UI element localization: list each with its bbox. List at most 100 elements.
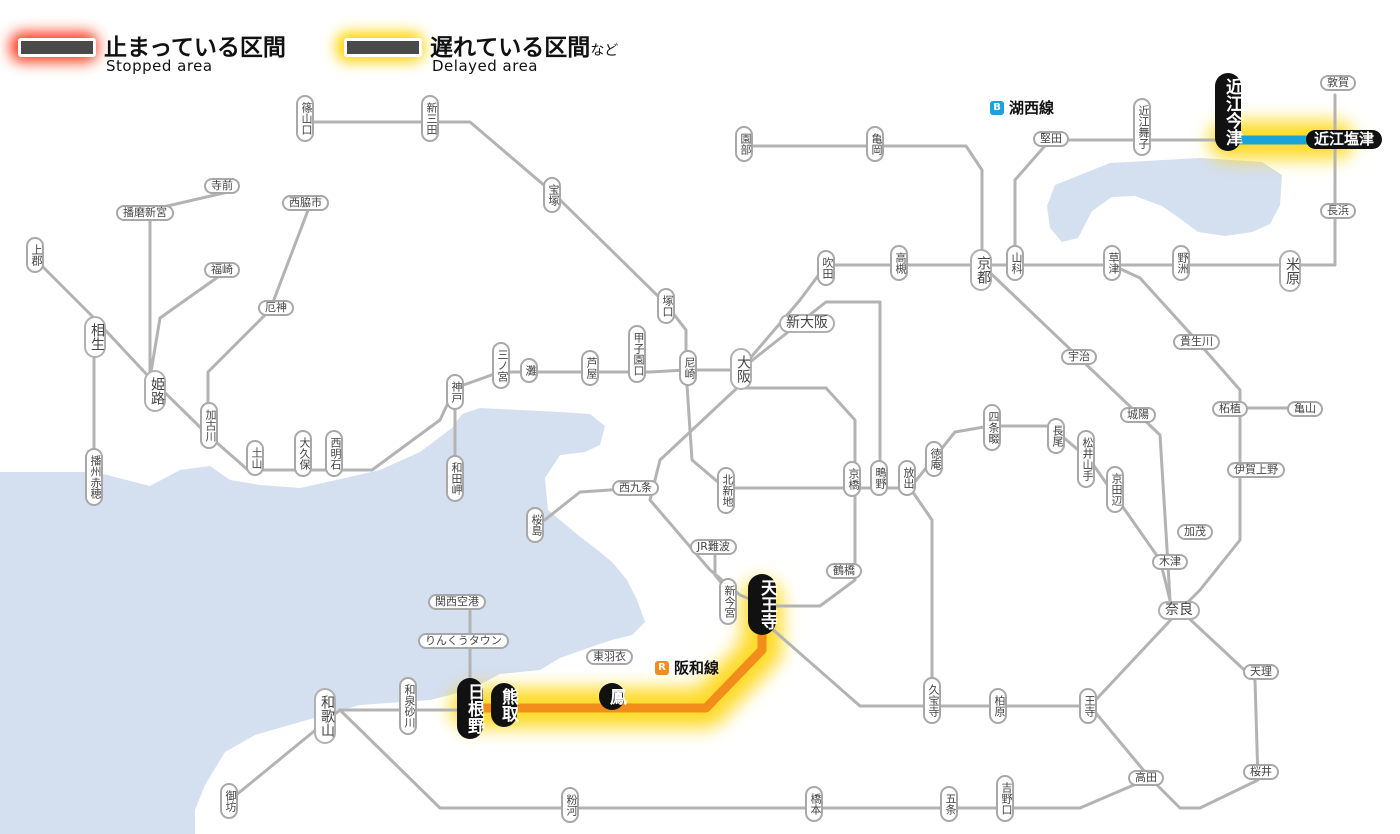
kosei-label-text: 湖西線 (1009, 99, 1055, 117)
station-omishiotsu[interactable]: 近江塩津 (1306, 130, 1383, 149)
station-nishikujo[interactable]: 西九条 (612, 480, 659, 496)
station-shinsanda[interactable]: 新三田 (421, 95, 439, 142)
station-harimashingu[interactable]: 播磨新宮 (116, 205, 174, 221)
station-nishiakashi[interactable]: 西明石 (325, 430, 343, 477)
station-kyotanabe[interactable]: 京田辺 (1106, 466, 1124, 513)
station-omiimazu[interactable]: 近江今津 (1215, 73, 1242, 151)
kosei-badge: B (990, 100, 1004, 115)
station-himeji[interactable]: 姫路 (144, 370, 166, 412)
delayed-label-text: 遅れている区間 (430, 35, 591, 61)
station-takatsuki[interactable]: 高槻 (890, 245, 908, 281)
water-areas (0, 158, 1282, 834)
station-sakurai[interactable]: 桜井 (1243, 764, 1279, 780)
station-kameyama[interactable]: 亀山 (1287, 401, 1323, 417)
station-hineno[interactable]: 日根野 (457, 678, 484, 739)
station-shinimamiya[interactable]: 新今宮 (719, 578, 737, 625)
station-aioi[interactable]: 相生 (84, 316, 106, 358)
station-teramae[interactable]: 寺前 (204, 178, 240, 194)
station-gobo[interactable]: 御坊 (220, 783, 238, 819)
station-tennoji[interactable]: 天王寺 (748, 574, 777, 635)
station-kitashinchi[interactable]: 北新地 (717, 467, 735, 514)
station-kameoka[interactable]: 亀岡 (866, 126, 884, 162)
station-sasayamaguchi[interactable]: 篠山口 (296, 95, 314, 142)
station-nara[interactable]: 奈良 (1158, 601, 1200, 620)
lake-biwa (1047, 158, 1282, 242)
stopped-label: 止まっている区間 (104, 35, 286, 61)
delayed-sublabel: Delayed area (432, 57, 538, 75)
hanwa-label-text: 阪和線 (674, 659, 720, 677)
station-kyuhoji[interactable]: 久宝寺 (923, 677, 941, 724)
station-nishiwakishi[interactable]: 西脇市 (282, 195, 329, 211)
delayed-label: 遅れている区間など (430, 28, 618, 62)
station-yasu[interactable]: 野洲 (1172, 245, 1190, 281)
station-kizu[interactable]: 木津 (1152, 554, 1188, 570)
station-takarazuka[interactable]: 宝塚 (543, 177, 561, 213)
station-kokawa[interactable]: 粉河 (561, 787, 579, 823)
station-joyo[interactable]: 城陽 (1120, 407, 1156, 423)
station-fukusaki[interactable]: 福崎 (204, 262, 240, 278)
station-shinosaka[interactable]: 新大阪 (779, 314, 835, 333)
station-yoshinoguchi[interactable]: 吉野口 (996, 775, 1014, 822)
station-jrnamba[interactable]: JR難波 (690, 539, 737, 555)
station-kusatsu[interactable]: 草津 (1103, 245, 1121, 281)
station-nada[interactable]: 灘 (520, 358, 538, 383)
station-sakurajima[interactable]: 桜島 (526, 507, 544, 543)
station-uji[interactable]: 宇治 (1061, 349, 1097, 365)
delayed-label-suffix: など (590, 43, 619, 59)
station-banshuako[interactable]: 播州赤穂 (85, 448, 103, 506)
station-tsuruga[interactable]: 敦賀 (1320, 75, 1356, 91)
station-tsuchiyama[interactable]: 土山 (246, 440, 264, 476)
station-kyoto[interactable]: 京都 (970, 249, 992, 291)
station-otori[interactable]: 鳳 (599, 683, 626, 710)
station-nagao[interactable]: 長尾 (1047, 418, 1065, 454)
station-rinkutown[interactable]: りんくうタウン (418, 633, 509, 649)
station-maibara[interactable]: 米原 (1279, 250, 1301, 292)
station-kashiwara[interactable]: 柏原 (989, 688, 1007, 724)
station-nagahama[interactable]: 長浜 (1320, 203, 1356, 219)
osaka-bay (0, 408, 645, 834)
station-koshienguchi[interactable]: 甲子園口 (628, 325, 646, 383)
hanwa-line-label[interactable]: R 阪和線 (655, 657, 719, 678)
station-shijonawate[interactable]: 四条畷 (983, 404, 1001, 451)
station-kakogawa[interactable]: 加古川 (200, 402, 218, 449)
station-higashihagoromo[interactable]: 東羽衣 (586, 649, 633, 665)
station-tsukaguchi[interactable]: 塚口 (657, 288, 675, 324)
station-sonobe[interactable]: 園部 (735, 126, 753, 162)
station-tenri[interactable]: 天理 (1243, 664, 1279, 680)
station-kamo[interactable]: 加茂 (1177, 524, 1213, 540)
station-yamashina[interactable]: 山科 (1006, 245, 1024, 281)
station-oji[interactable]: 王寺 (1079, 688, 1097, 724)
station-shigino[interactable]: 鴫野 (870, 460, 888, 496)
station-kansaiairport[interactable]: 関西空港 (428, 594, 486, 610)
station-yashiro[interactable]: 厄神 (258, 300, 294, 316)
station-tsuruhashi[interactable]: 鶴橋 (826, 563, 862, 579)
station-okubo[interactable]: 大久保 (294, 430, 312, 477)
kosei-line-label[interactable]: B 湖西線 (990, 97, 1054, 118)
station-kobe[interactable]: 神戸 (446, 374, 464, 410)
station-wakayama[interactable]: 和歌山 (314, 688, 336, 744)
station-takada[interactable]: 高田 (1128, 770, 1164, 786)
station-gojo[interactable]: 五条 (940, 786, 958, 822)
hanwa-badge: R (655, 660, 669, 675)
station-ashiya[interactable]: 芦屋 (581, 350, 599, 386)
stopped-sublabel: Stopped area (106, 57, 213, 75)
station-katata[interactable]: 堅田 (1033, 131, 1069, 147)
station-wadamisaki[interactable]: 和田岬 (446, 455, 464, 502)
station-kamigori[interactable]: 上郡 (26, 237, 44, 273)
station-omimaiko[interactable]: 近江舞子 (1133, 98, 1151, 156)
station-suita[interactable]: 吹田 (817, 250, 835, 286)
station-igaueno[interactable]: 伊賀上野 (1227, 462, 1285, 478)
station-matsuiyamate[interactable]: 松井山手 (1077, 430, 1095, 488)
station-tsuge[interactable]: 柘植 (1212, 401, 1248, 417)
station-tokuan[interactable]: 徳庵 (925, 441, 943, 477)
station-kumatori[interactable]: 熊取 (491, 683, 518, 727)
station-osaka[interactable]: 大阪 (730, 348, 752, 390)
station-hanaten[interactable]: 放出 (898, 460, 916, 496)
station-izumisunagawa[interactable]: 和泉砂川 (399, 677, 417, 735)
station-kibukawa[interactable]: 貴生川 (1173, 334, 1220, 350)
station-hashimoto[interactable]: 橋本 (805, 786, 823, 822)
delayed-swatch (344, 38, 422, 57)
station-sannomiya[interactable]: 三ノ宮 (492, 342, 510, 389)
station-kyobashi[interactable]: 京橋 (843, 461, 861, 497)
station-amagasaki[interactable]: 尼崎 (679, 350, 697, 386)
